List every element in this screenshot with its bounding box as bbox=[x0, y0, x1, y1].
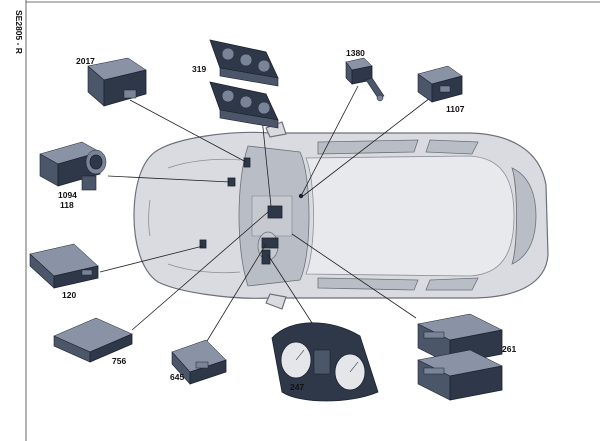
component-2017 bbox=[87, 57, 147, 107]
label-247: 247 bbox=[290, 382, 304, 392]
label-261: 261 bbox=[502, 344, 516, 354]
label-118: 118 bbox=[60, 200, 74, 210]
vehicle-top-view bbox=[133, 121, 549, 310]
label-756: 756 bbox=[112, 356, 126, 366]
component-labels: 2017 319 1380 1107 1094 118 120 756 645 … bbox=[58, 48, 516, 392]
label-319: 319 bbox=[192, 64, 206, 74]
component-645 bbox=[171, 339, 227, 385]
leader-lines bbox=[99, 85, 431, 347]
component-120 bbox=[29, 243, 99, 289]
label-1107: 1107 bbox=[446, 104, 465, 114]
component-319 bbox=[209, 39, 279, 129]
label-120: 120 bbox=[62, 290, 76, 300]
label-1094: 1094 bbox=[58, 190, 77, 200]
component-247 bbox=[271, 322, 379, 402]
component-1094-118 bbox=[39, 141, 107, 191]
component-261 bbox=[417, 313, 503, 401]
reference-code: SE2805 - R bbox=[14, 10, 24, 54]
label-2017: 2017 bbox=[76, 56, 95, 66]
component-1380 bbox=[345, 57, 385, 102]
component-1107 bbox=[417, 65, 463, 103]
label-645: 645 bbox=[170, 372, 184, 382]
component-756 bbox=[53, 317, 133, 363]
label-1380: 1380 bbox=[346, 48, 365, 58]
